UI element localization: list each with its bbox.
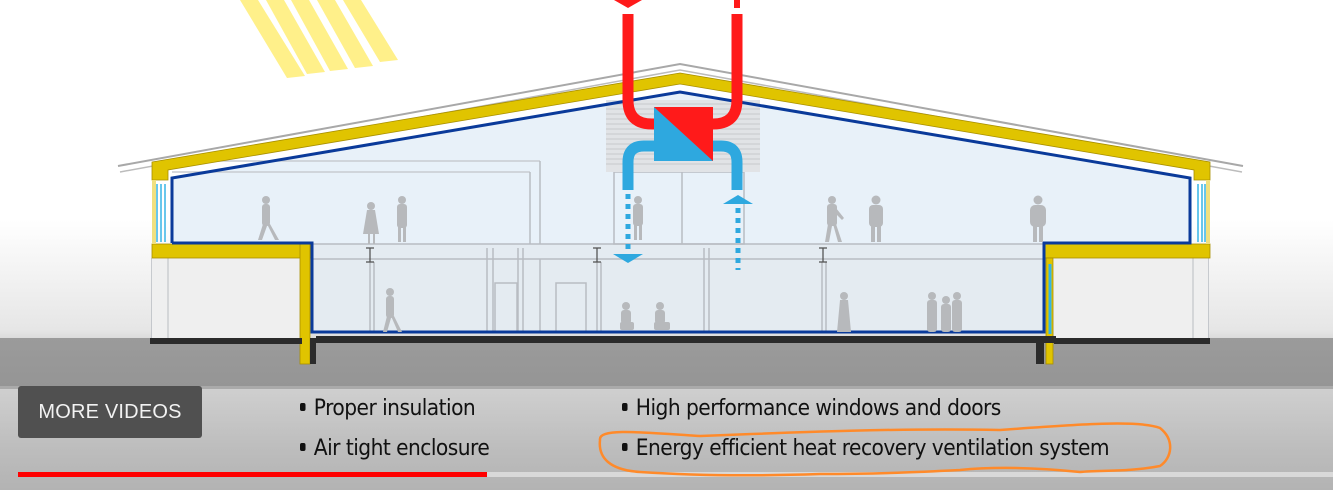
supply-duct-left (622, 140, 664, 190)
heat-recovery-ventilator (613, 0, 753, 270)
exhaust-duct-right (700, 14, 743, 130)
building-section-diagram (117, 0, 1244, 365)
right-annex (1054, 258, 1208, 338)
bullet-dot-icon (622, 443, 628, 451)
progress-bar-played (18, 472, 488, 477)
bullet-air-tight-enclosure: Air tight enclosure (300, 436, 490, 461)
sun-rays-icon (240, 0, 398, 78)
return-arrow-up-icon (723, 195, 753, 204)
progress-bar[interactable] (18, 472, 1333, 477)
bullet-dot-icon (300, 443, 306, 451)
ground-band (0, 338, 1333, 386)
bullet-windows-doors: High performance windows and doors (622, 396, 1001, 421)
foundation (150, 336, 1210, 364)
bullet-dot-icon (622, 403, 628, 411)
bullet-proper-insulation: Proper insulation (300, 396, 476, 421)
windows (156, 184, 1206, 334)
people-silhouettes (258, 195, 1046, 332)
more-videos-button[interactable]: MORE VIDEOS (18, 386, 202, 438)
exhaust-duct-left (622, 14, 664, 130)
air-barrier (170, 90, 1192, 334)
supply-duct-right (712, 140, 743, 190)
exhaust-arrow-icon (614, 0, 642, 8)
left-annex (152, 258, 302, 338)
bullet-dot-icon (300, 403, 306, 411)
beam-markers (366, 247, 827, 263)
bullet-heat-recovery-ventilation: Energy efficient heat recovery ventilati… (622, 436, 1110, 461)
supply-arrow-down-icon (613, 254, 643, 263)
